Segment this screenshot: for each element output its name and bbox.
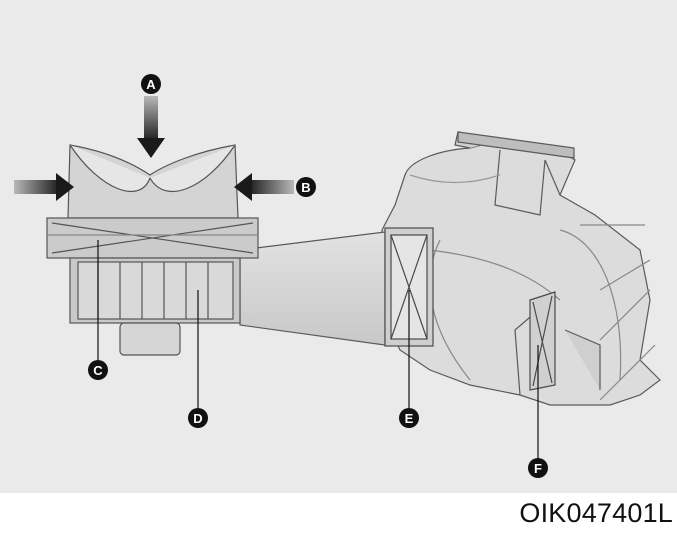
label-badge-b: B xyxy=(296,177,316,197)
air-filter xyxy=(46,217,259,259)
airflow-arrow-right xyxy=(234,173,294,201)
label-b-text: B xyxy=(301,180,310,195)
label-badge-e: E xyxy=(399,408,419,428)
label-c-text: C xyxy=(93,363,103,378)
label-f-text: F xyxy=(534,461,542,476)
air-intake xyxy=(67,144,239,219)
label-badge-d: D xyxy=(188,408,208,428)
label-d-text: D xyxy=(193,411,202,426)
label-badge-c: C xyxy=(88,360,108,380)
connecting-duct xyxy=(239,231,386,346)
heater-core xyxy=(529,291,556,391)
figure-code: OIK047401L xyxy=(519,498,673,528)
label-a-text: A xyxy=(146,77,156,92)
label-badge-f: F xyxy=(528,458,548,478)
blower-fan xyxy=(69,257,241,356)
airflow-arrow-top xyxy=(137,96,165,158)
label-badge-a: A xyxy=(141,74,161,94)
airflow-arrow-left xyxy=(14,173,74,201)
heater-housing xyxy=(381,131,661,406)
hvac-airflow-diagram: A B C D E F xyxy=(14,74,661,478)
label-e-text: E xyxy=(405,411,414,426)
